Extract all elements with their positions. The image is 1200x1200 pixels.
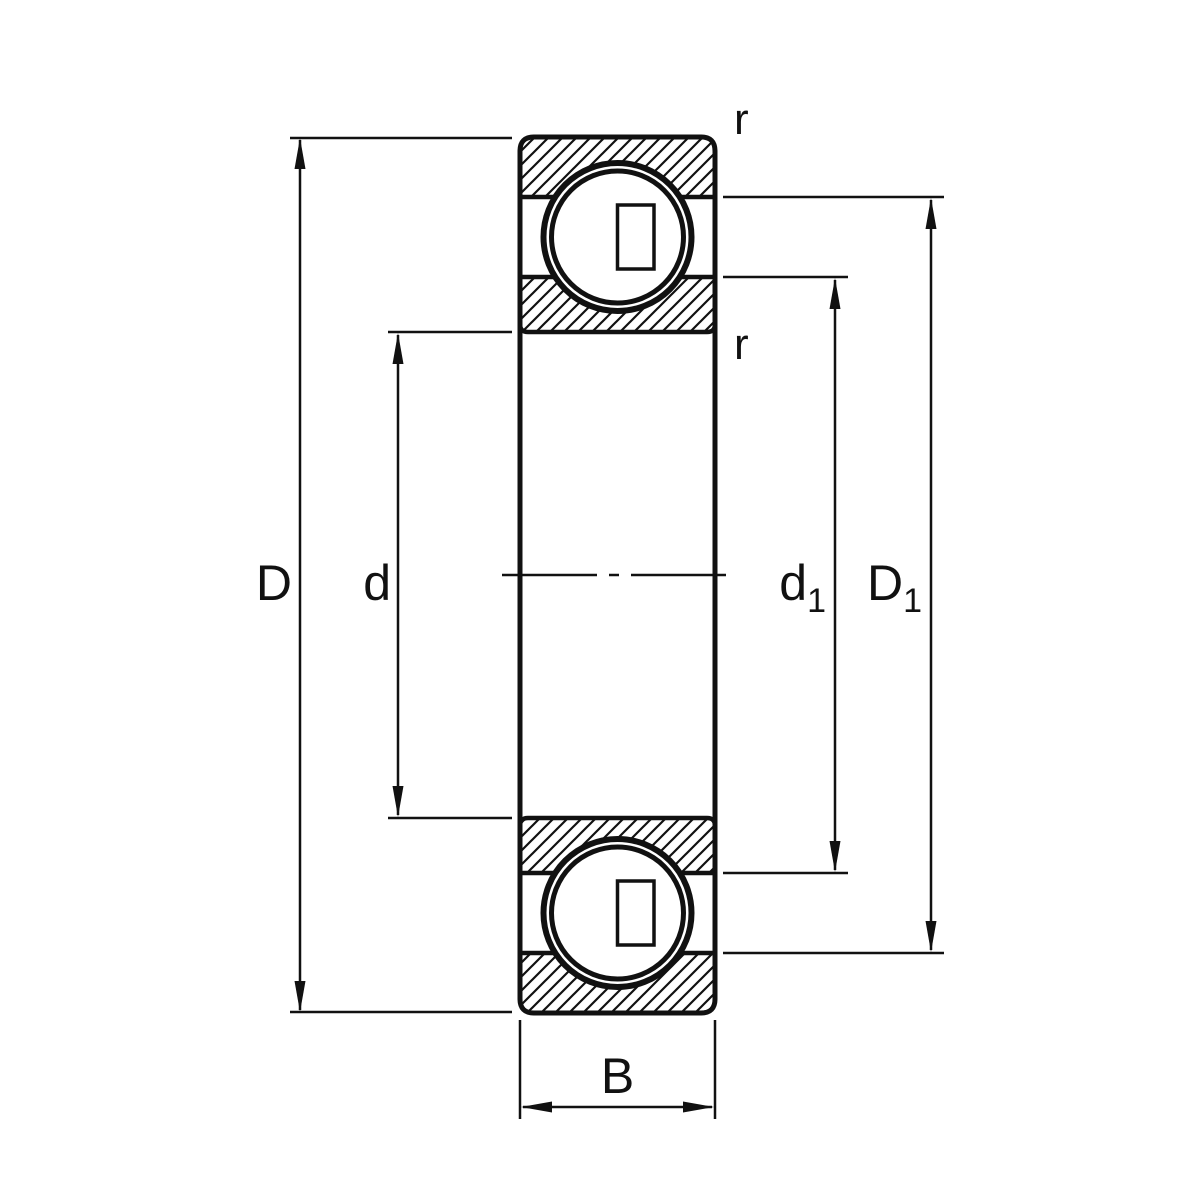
rolling-elements	[540, 160, 695, 990]
raceway-groove-top	[540, 160, 695, 314]
arrow-d-up	[392, 333, 404, 364]
dimension-labels: D d d1 D1 B r r	[256, 95, 922, 1104]
label-chamfer-inner: r	[734, 320, 749, 369]
raceway-groove-bottom	[540, 836, 695, 990]
label-bore-diameter: d	[363, 555, 391, 611]
extension-lines	[290, 136, 944, 1119]
arrow-D1-down	[925, 921, 937, 952]
label-outer-shoulder-diameter: D1	[867, 555, 922, 620]
arrow-D1-up	[925, 198, 937, 229]
label-inner-shoulder-diameter: d1	[779, 555, 826, 620]
label-chamfer-outer: r	[734, 95, 749, 144]
cage-section-bottom	[615, 879, 656, 947]
label-width: B	[601, 1048, 634, 1104]
arrow-B-left	[521, 1101, 552, 1113]
bearing-outline	[517, 134, 718, 1016]
arrow-d1-down	[829, 841, 841, 872]
arrow-d1-up	[829, 278, 841, 309]
dimension-lines	[298, 140, 933, 1109]
cage-section-top	[615, 203, 656, 271]
arrow-B-right	[683, 1101, 714, 1113]
arrow-d-down	[392, 786, 404, 817]
arrowheads	[294, 138, 937, 1113]
arrow-D-up	[294, 138, 306, 169]
arrow-D-down	[294, 981, 306, 1012]
label-outside-diameter: D	[256, 555, 292, 611]
